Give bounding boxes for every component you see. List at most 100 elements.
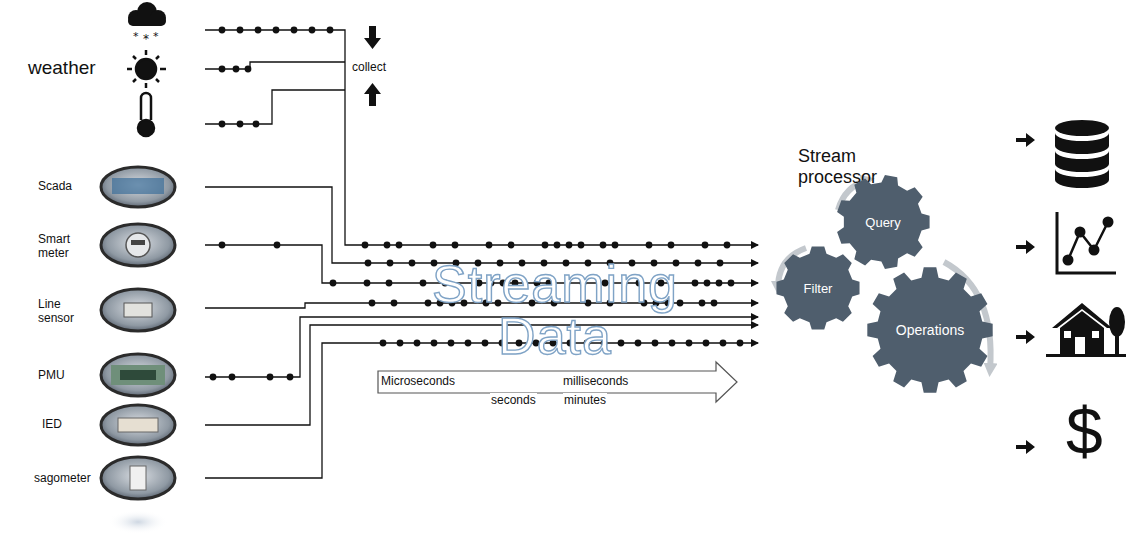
drawing-part [101, 224, 175, 266]
data-point [365, 260, 372, 267]
drawing-part [1055, 133, 1109, 154]
drawing-part [127, 68, 132, 71]
data-point [728, 280, 735, 287]
time-scale-label: milliseconds [563, 374, 628, 388]
money-symbol: $ [1066, 398, 1103, 464]
data-point [364, 280, 371, 287]
drawing-part [1060, 311, 1104, 355]
drawing-part [156, 79, 159, 82]
device-label: Scada [38, 179, 72, 193]
data-point [692, 280, 699, 287]
data-point [720, 340, 727, 347]
data-point [210, 374, 217, 381]
gear-text-box: Query [836, 175, 930, 269]
data-point [465, 340, 472, 347]
data-point [612, 242, 619, 249]
data-point [245, 66, 252, 73]
watermark: Streaming Data [405, 258, 705, 362]
data-point [711, 300, 718, 307]
drawing-part [1104, 218, 1112, 226]
drawing-part [118, 418, 158, 432]
drawing-part [1016, 440, 1035, 454]
collect-arrow-up [364, 83, 381, 106]
data-points [210, 27, 744, 381]
drawing-part: * [143, 32, 149, 46]
data-point [391, 300, 398, 307]
time-scale-label: seconds [490, 393, 537, 407]
data-point [287, 374, 294, 381]
data-point [273, 27, 280, 34]
data-point [486, 242, 493, 249]
drawing-part [141, 93, 151, 120]
drawing-part [101, 405, 175, 445]
data-point [291, 27, 298, 34]
collect-arrow-down [364, 26, 381, 49]
data-point [716, 280, 723, 287]
data-point [255, 27, 262, 34]
gear-node: Operations [867, 267, 993, 393]
drawing-part [120, 370, 156, 380]
data-point [414, 340, 421, 347]
data-point [237, 121, 244, 128]
data-point [646, 242, 653, 249]
data-point [542, 242, 549, 249]
device-photo-details [111, 178, 165, 490]
data-point [669, 340, 676, 347]
data-point [237, 27, 244, 34]
gear-label: Query [865, 215, 900, 230]
drawing-part [133, 56, 136, 59]
gear-text-box: Operations [867, 267, 993, 393]
data-point [430, 242, 437, 249]
drawing-part [138, 120, 154, 136]
drawing-part [101, 167, 175, 207]
drawing-part [1076, 228, 1084, 236]
data-point [253, 121, 260, 128]
data-point [717, 260, 724, 267]
data-point [600, 242, 607, 249]
drawing-part [124, 303, 152, 317]
time-scale-arrow [378, 362, 737, 402]
device-label: IED [42, 417, 62, 431]
data-point [362, 242, 369, 249]
drawing-part [1016, 133, 1035, 147]
drawing-part [1057, 212, 1116, 273]
data-point [219, 242, 226, 249]
gear-text-box: Filter [776, 246, 860, 330]
data-point [578, 242, 585, 249]
data-point [482, 340, 489, 347]
data-point [309, 27, 316, 34]
device-label: PMU [38, 368, 65, 382]
data-point [695, 260, 702, 267]
data-point [397, 340, 404, 347]
data-point [724, 242, 731, 249]
drawing-part [1109, 307, 1125, 337]
data-point [387, 260, 394, 267]
reflection-shadow [108, 510, 168, 534]
data-point [702, 242, 709, 249]
drawing-part [1090, 246, 1098, 254]
data-point [737, 340, 744, 347]
gear-outline [837, 175, 929, 269]
data-point [508, 242, 515, 249]
drawing-part [205, 90, 345, 124]
data-point [425, 300, 432, 307]
drawing-part [145, 83, 148, 88]
thermometer-icon [138, 93, 154, 136]
action-label: collect [352, 60, 386, 74]
data-point [233, 66, 240, 73]
chart-icon [1057, 212, 1116, 273]
drawing-part [101, 457, 175, 499]
data-point [554, 242, 561, 249]
device-label: sagometer [34, 471, 91, 485]
drawing-part [1092, 331, 1099, 338]
drawing-part [1075, 337, 1085, 355]
data-point [618, 340, 625, 347]
data-point [699, 300, 706, 307]
data-point [369, 300, 376, 307]
drawing-part [128, 16, 166, 26]
drawing-part: * [153, 30, 159, 43]
data-point [219, 121, 226, 128]
gear-label: Operations [896, 322, 964, 338]
data-point [668, 242, 675, 249]
